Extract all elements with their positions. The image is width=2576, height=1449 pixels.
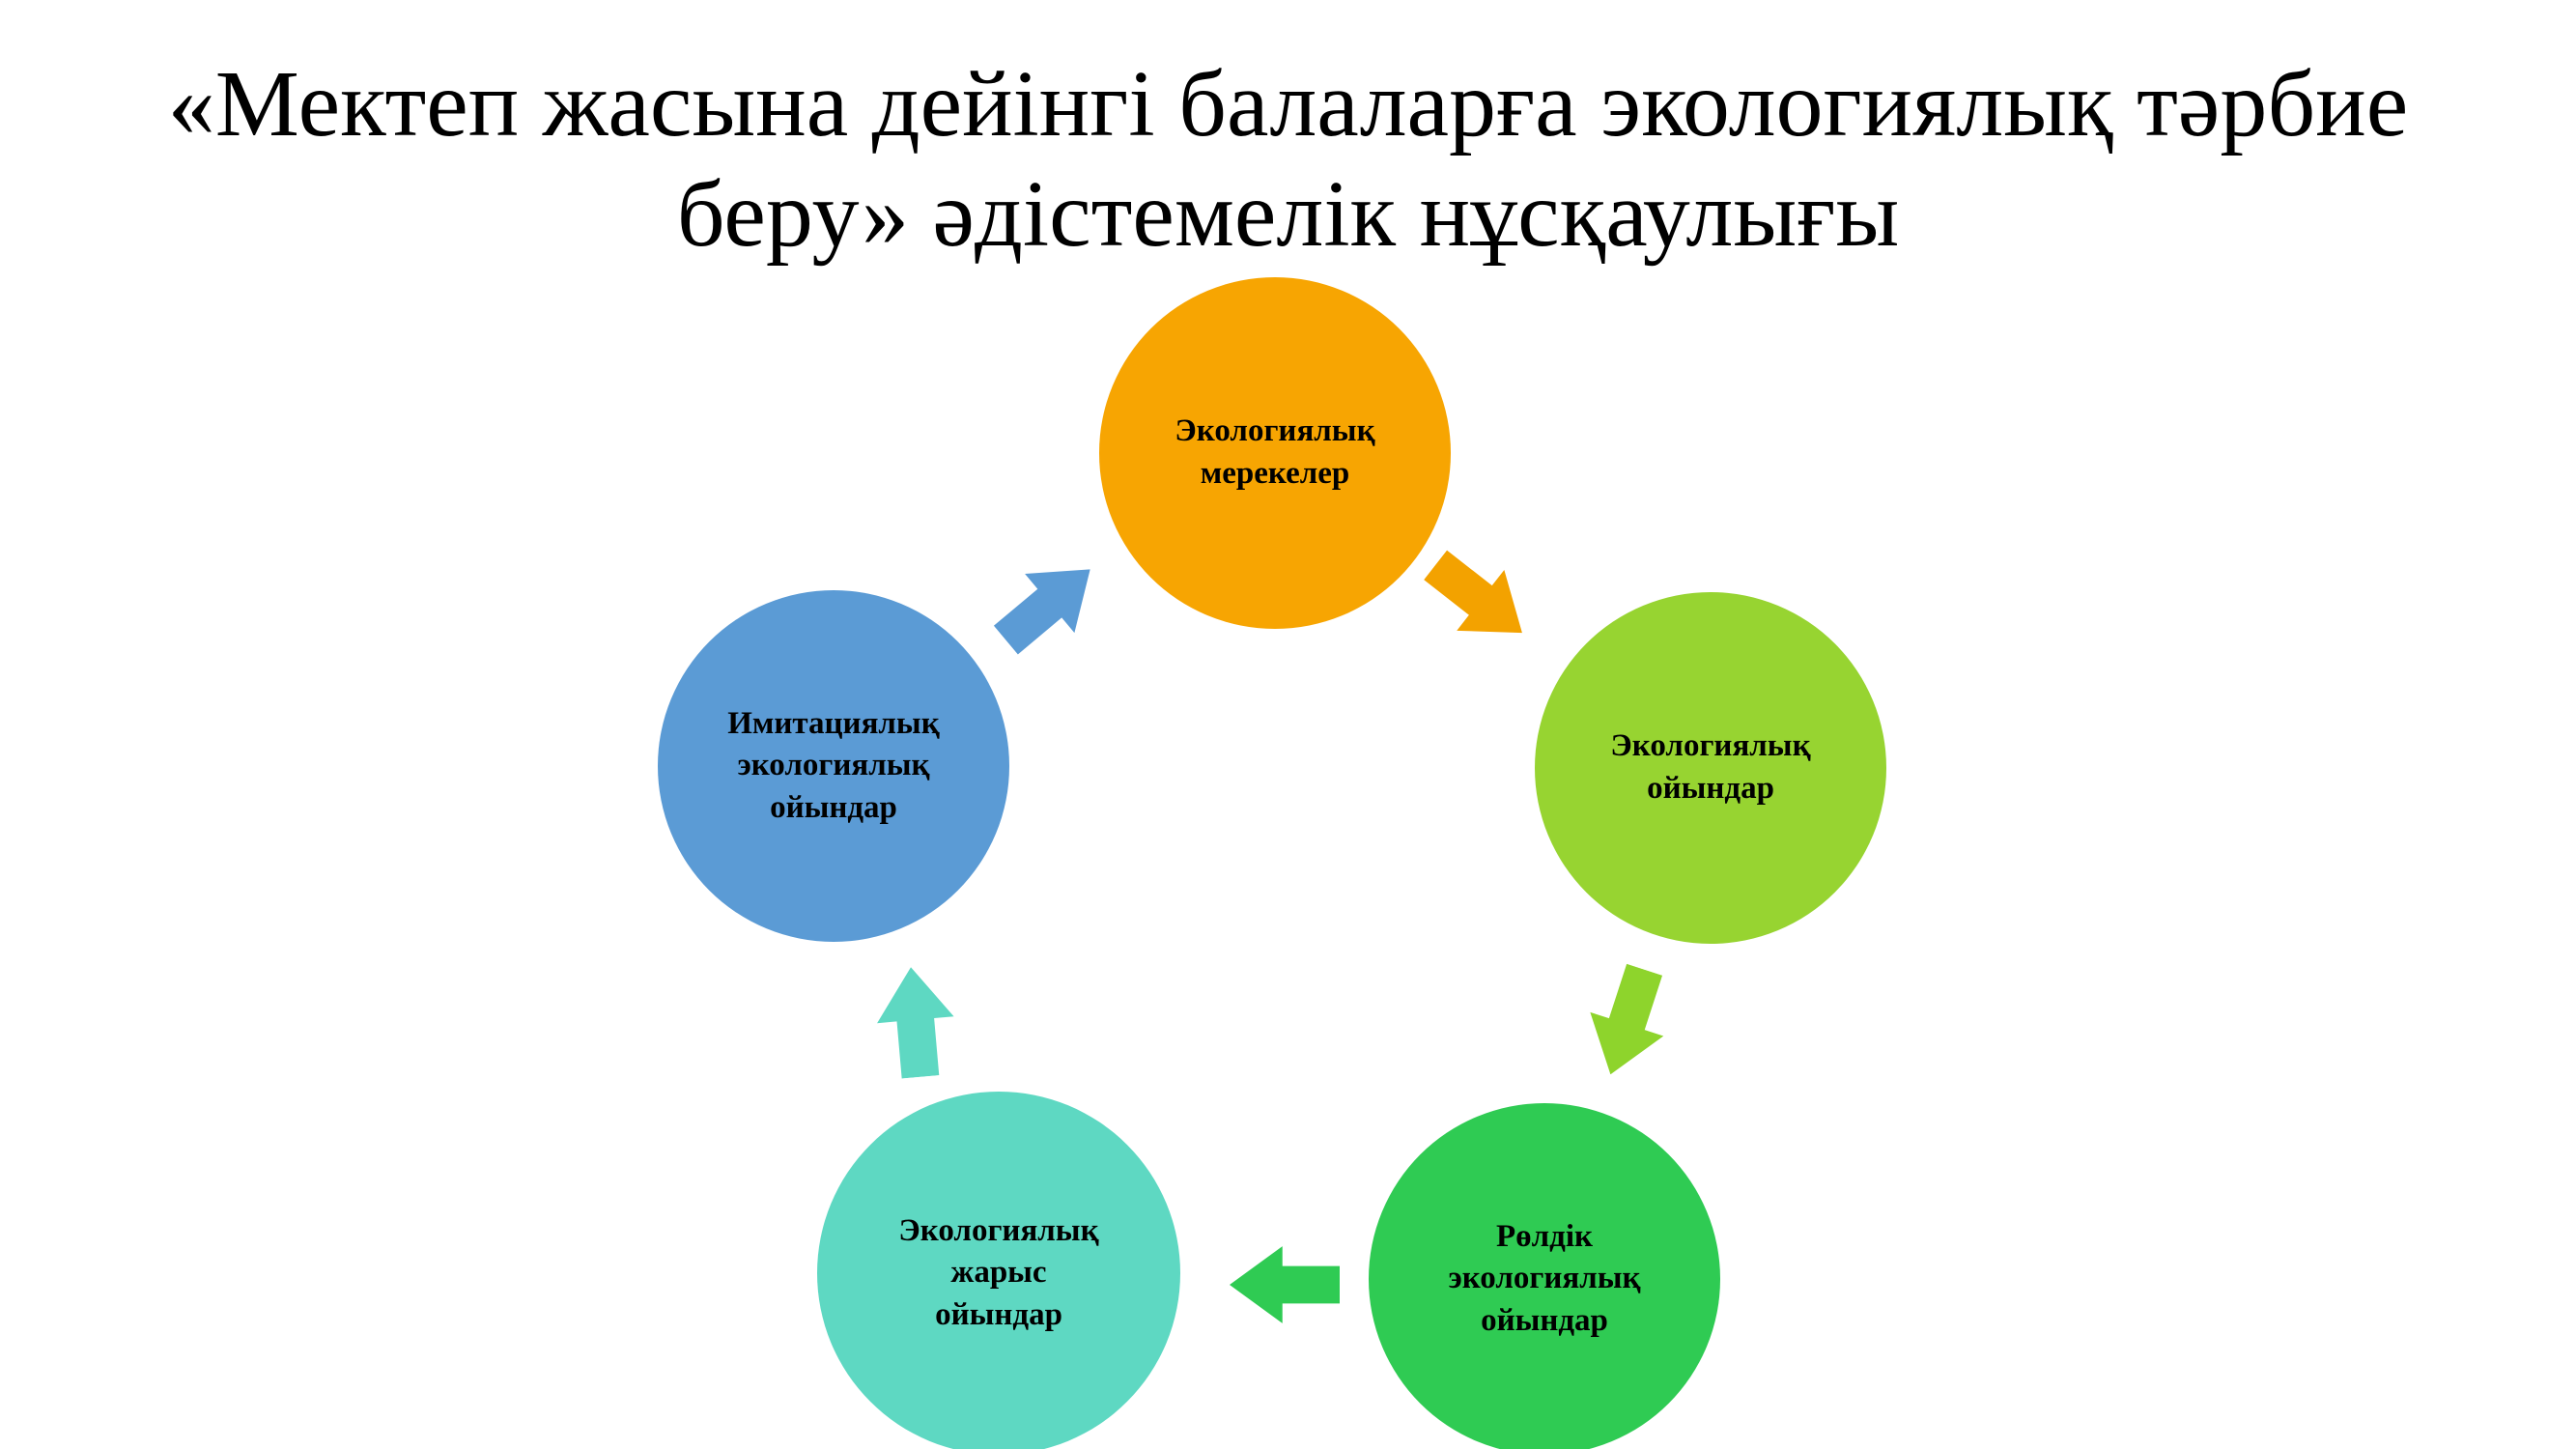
arrow-role-games-to-competition-games-icon xyxy=(1230,1244,1340,1325)
circle-role-ecological-games-label: Рөлдік экологиялық ойындар xyxy=(1448,1218,1641,1338)
circle-ecological-games: Экологиялық ойындар xyxy=(1535,592,1886,944)
circle-ecological-competition-games-label: Экологиялық жарыс ойындар xyxy=(898,1212,1099,1332)
circle-ecological-games-label: Экологиялық ойындар xyxy=(1610,728,1811,806)
arrow-competition-games-to-imitation-games-icon xyxy=(870,964,961,1081)
arrow-games-to-role-games-icon xyxy=(1571,957,1683,1087)
circle-ecological-competition-games: Экологиялық жарыс ойындар xyxy=(817,1092,1180,1449)
circle-ecological-holidays-label: Экологиялық мерекелер xyxy=(1175,413,1375,491)
arrow-holidays-to-games-icon xyxy=(1410,533,1547,665)
arrow-imitation-games-to-holidays-icon xyxy=(979,538,1116,671)
circle-ecological-holidays: Экологиялық мерекелер xyxy=(1099,277,1451,629)
circle-imitation-ecological-games: Имитациялық экологиялық ойындар xyxy=(658,590,1009,942)
slide-title: «Мектеп жасына дейінгі балаларға экологи… xyxy=(167,52,2409,267)
circle-imitation-ecological-games-label: Имитациялық экологиялық ойындар xyxy=(727,705,940,825)
circle-role-ecological-games: Рөлдік экологиялық ойындар xyxy=(1369,1103,1720,1449)
